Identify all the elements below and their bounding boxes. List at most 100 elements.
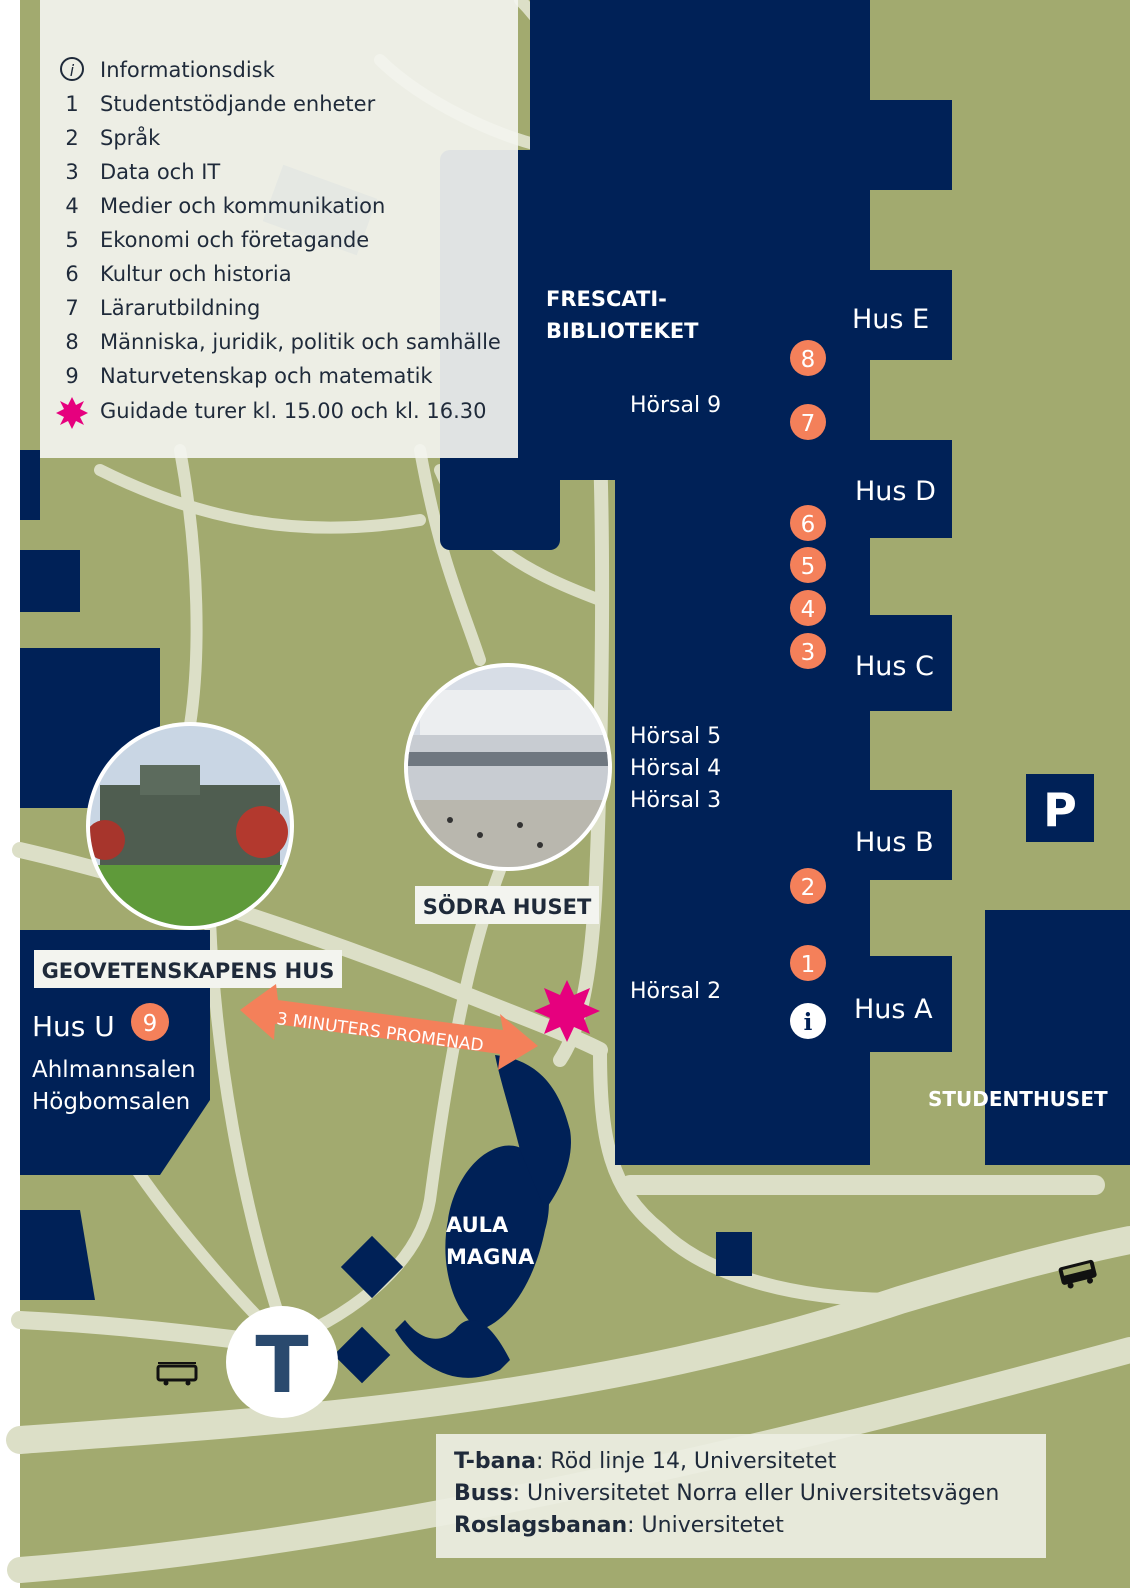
legend-item-4: Medier och kommunikation bbox=[100, 194, 385, 218]
photo-sodra-windows bbox=[408, 752, 608, 766]
marker-7 bbox=[790, 404, 826, 440]
label-hus-e: Hus E bbox=[852, 304, 929, 335]
path-curve-east bbox=[593, 1043, 907, 1307]
label-studenthuset-a: STUDENT bbox=[928, 1087, 1033, 1111]
building-southwest bbox=[20, 1210, 95, 1300]
marker-6 bbox=[790, 505, 826, 541]
building-hus-u bbox=[20, 930, 210, 1175]
marker-6-label: 6 bbox=[801, 512, 816, 538]
marker-5-label: 5 bbox=[801, 554, 816, 580]
photo-sodra-building bbox=[408, 735, 608, 800]
train-icon bbox=[156, 1362, 198, 1386]
main-building bbox=[530, 0, 1130, 1165]
marker-8-label: 8 bbox=[801, 347, 816, 373]
path-diagonal-1 bbox=[284, 864, 506, 1346]
info-icon-glyph: i bbox=[70, 61, 75, 80]
train-icon-wheel-1 bbox=[163, 1380, 169, 1386]
label-hus-a: Hus A bbox=[854, 994, 933, 1025]
label-sodra-bg bbox=[415, 886, 599, 924]
building-west-upper bbox=[20, 550, 80, 612]
marker-9 bbox=[131, 1003, 169, 1041]
marker-1-label: 1 bbox=[801, 952, 816, 978]
legend-item-info: Informationsdisk bbox=[100, 58, 276, 82]
legend-key-9: 9 bbox=[65, 364, 78, 388]
transit-roslag-label: Roslagsbanan bbox=[454, 1513, 628, 1538]
path-north-1 bbox=[174, 444, 203, 731]
metro-station-icon bbox=[226, 1306, 338, 1418]
label-studenthuset-b: HUSET bbox=[1033, 1087, 1108, 1111]
label-sodra-huset: SÖDRA HUSET bbox=[423, 894, 592, 919]
legend: i Informationsdisk 1 Studentstödjande en… bbox=[56, 57, 501, 429]
tour-star-icon bbox=[534, 980, 600, 1042]
building-west-top bbox=[20, 450, 40, 520]
legend-key-8: 8 bbox=[65, 330, 78, 354]
building-frescati bbox=[530, 0, 870, 1165]
transit-roslag-value: : Universitetet bbox=[627, 1513, 784, 1538]
photo-sodra-people-3 bbox=[517, 822, 523, 828]
marker-5 bbox=[790, 547, 826, 583]
legend-item-3: Data och IT bbox=[100, 160, 220, 184]
markers: 8 7 6 5 4 3 2 1 i 9 bbox=[131, 340, 826, 1041]
transit-tbana: T-bana: Röd linje 14, Universitetet bbox=[454, 1446, 1028, 1478]
building-small bbox=[716, 1232, 752, 1276]
wing-hus-d bbox=[860, 440, 952, 538]
wing-hus-e bbox=[860, 270, 952, 360]
bus-icon-wheel-2 bbox=[1087, 1277, 1094, 1284]
marker-9-label: 9 bbox=[143, 1011, 158, 1037]
building-diamond-2 bbox=[333, 1326, 391, 1384]
label-hus-c: Hus C bbox=[855, 651, 934, 682]
building-aula-east bbox=[495, 1055, 571, 1210]
photo-sodra-huset bbox=[404, 663, 612, 871]
transit-roslagsbanan: Roslagsbanan: Universitetet bbox=[454, 1510, 1028, 1542]
bus-icon bbox=[1058, 1259, 1097, 1289]
wing-hus-a bbox=[860, 956, 952, 1052]
marker-3-label: 3 bbox=[801, 640, 816, 666]
walk-arrow bbox=[240, 984, 538, 1070]
building-studenthuset-upper bbox=[1040, 1055, 1130, 1165]
legend-item-star: Guidade turer kl. 15.00 och kl. 16.30 bbox=[100, 399, 486, 423]
label-aula-2: MAGNA bbox=[446, 1245, 535, 1269]
aula-buildings bbox=[333, 1055, 571, 1384]
transit-tbana-value: : Röd linje 14, Universitetet bbox=[536, 1449, 837, 1474]
metro-label: T bbox=[255, 1321, 308, 1411]
building-aula-magna bbox=[445, 1145, 549, 1330]
label-geo-bg bbox=[34, 950, 342, 988]
label-hus-u: Hus U bbox=[32, 1010, 115, 1043]
path-southern-road bbox=[6, 1226, 1130, 1454]
path-north-5 bbox=[94, 464, 426, 534]
legend-key-4: 4 bbox=[65, 194, 78, 218]
label-aula-1: AULA bbox=[446, 1213, 509, 1237]
marker-4-label: 4 bbox=[801, 597, 816, 623]
transit-tbana-label: T-bana bbox=[454, 1449, 537, 1474]
path-north-2 bbox=[414, 444, 486, 666]
photo-geovetenskapens-hus bbox=[86, 722, 294, 930]
photo-sodra-people-1 bbox=[447, 817, 453, 823]
wing-north bbox=[860, 100, 952, 190]
building-curved bbox=[395, 1320, 510, 1378]
photo-sodra-people-4 bbox=[537, 842, 543, 848]
transit-info-box: T-bana: Röd linje 14, Universitetet Buss… bbox=[436, 1434, 1046, 1558]
label-horsal-2: Hörsal 2 bbox=[630, 979, 721, 1004]
info-marker-label: i bbox=[804, 1009, 813, 1036]
train-icon-wheel-2 bbox=[185, 1380, 191, 1386]
label-hogbomsalen: Högbomsalen bbox=[32, 1089, 190, 1115]
legend-item-1: Studentstödjande enheter bbox=[100, 92, 376, 116]
label-horsal-9: Hörsal 9 bbox=[630, 393, 721, 418]
label-horsal-3: Hörsal 3 bbox=[630, 788, 721, 813]
bus-icon-windows bbox=[1062, 1263, 1092, 1276]
transit-buss-value: : Universitetet Norra eller Universitets… bbox=[512, 1481, 1000, 1506]
transit-buss-label: Buss bbox=[454, 1481, 513, 1506]
marker-2-label: 2 bbox=[801, 875, 816, 901]
legend-item-2: Språk bbox=[100, 125, 161, 150]
label-hus-b: Hus B bbox=[855, 827, 934, 858]
marker-2 bbox=[790, 868, 826, 904]
marker-3 bbox=[790, 633, 826, 669]
legend-item-9: Naturvetenskap och matematik bbox=[100, 364, 433, 388]
wing-hus-b bbox=[860, 790, 952, 880]
marker-7-label: 7 bbox=[801, 411, 816, 437]
legend-key-7: 7 bbox=[65, 296, 78, 320]
legend-panel bbox=[40, 0, 518, 458]
label-library-1: FRESCATI- bbox=[546, 287, 667, 311]
label-studenthuset: STUDENTHUSET bbox=[928, 1087, 1108, 1111]
